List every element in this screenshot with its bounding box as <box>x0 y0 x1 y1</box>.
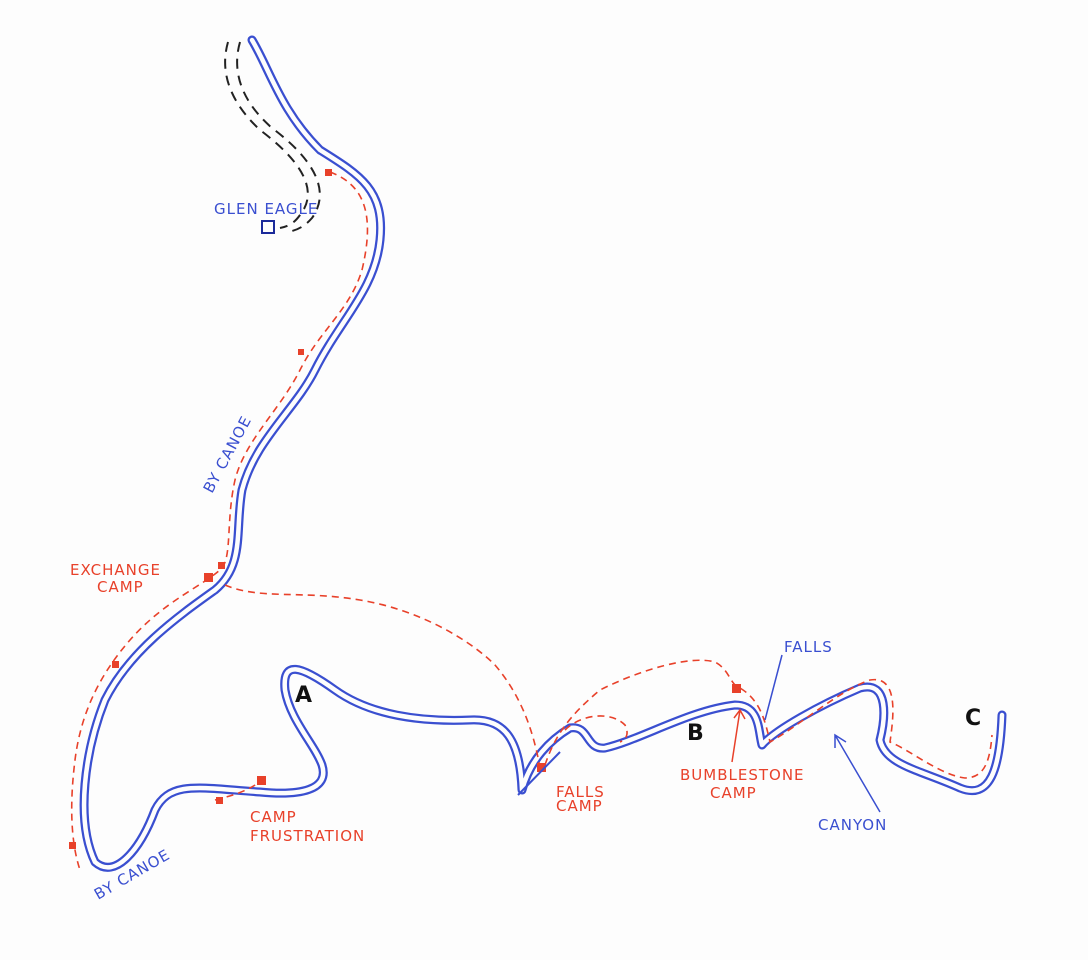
exchange-camp-marker <box>204 573 213 582</box>
glen-eagle-label: GLEN EAGLE <box>214 200 318 218</box>
camp-frustration-label-line2: FRUSTRATION <box>250 827 365 845</box>
exchange-camp-label-line2: CAMP <box>97 578 144 596</box>
pointer-arrows <box>731 654 881 813</box>
falls-label: FALLS <box>784 638 833 656</box>
falls-camp-label-line1: FALLS <box>556 783 605 801</box>
camp-markers <box>69 169 741 849</box>
road-to-glen-eagle <box>224 41 321 233</box>
exchange-camp-label-line1: EXCHANGE <box>70 561 161 579</box>
bumblestone-camp-label-line2: CAMP <box>710 784 757 802</box>
camp-marker <box>69 842 76 849</box>
camp-marker <box>298 349 304 355</box>
camp-marker <box>112 661 119 668</box>
camp-marker <box>218 562 225 569</box>
falls-camp-crossing <box>517 751 561 796</box>
bumblestone-camp-label-line1: BUMBLESTONE <box>680 766 805 784</box>
point-c-label: C <box>965 706 982 731</box>
bumblestone-camp-marker <box>732 684 741 693</box>
point-b-label: B <box>687 721 705 746</box>
point-a-label: A <box>295 683 313 708</box>
canyon-label: CANYON <box>818 816 887 834</box>
camp-frustration-marker <box>257 776 266 785</box>
camp-marker <box>216 797 223 804</box>
glen-eagle-house-icon <box>261 220 275 234</box>
falls-camp-label-line2: CAMP <box>556 797 603 815</box>
camp-marker <box>325 169 332 176</box>
camp-frustration-label-line1: CAMP <box>250 808 297 826</box>
falls-camp-marker <box>537 763 546 772</box>
